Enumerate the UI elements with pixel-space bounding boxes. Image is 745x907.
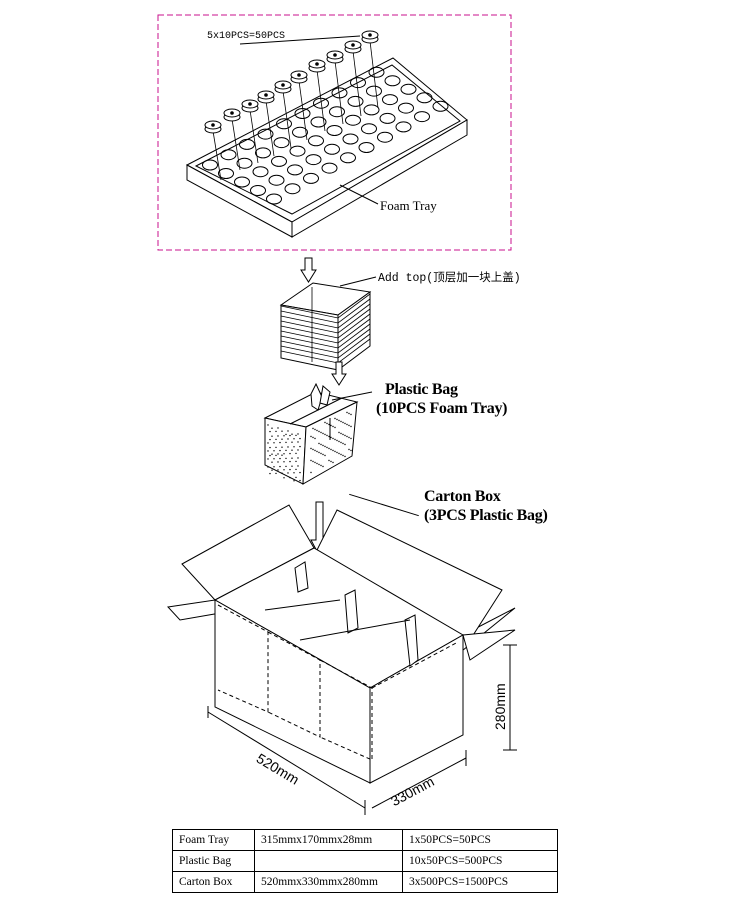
- arrow-down-icon: [300, 257, 317, 283]
- tray-holes: [202, 66, 449, 205]
- tray-hole: [218, 168, 234, 179]
- table-row: Carton Box 520mmx330mmx280mm 3x500PCS=15…: [172, 871, 558, 893]
- table-cell: 3x500PCS=1500PCS: [402, 871, 558, 893]
- tray-hole: [303, 172, 319, 184]
- tray-hole: [234, 176, 250, 188]
- tray-hole: [308, 135, 324, 147]
- carton-box-sublabel: (3PCS Plastic Bag): [424, 507, 548, 524]
- tray-hole: [384, 75, 401, 87]
- tray-hole: [266, 193, 282, 205]
- tray-hole: [273, 137, 290, 149]
- tray-hole: [276, 118, 292, 130]
- table-row: Foam Tray 315mmx170mmx28mm 1x50PCS=50PCS: [172, 829, 558, 851]
- tray-count-label: 5x10PCS=50PCS: [207, 31, 286, 42]
- table-row: Plastic Bag 10x50PCS=500PCS: [172, 850, 558, 872]
- dimension-lines: [207, 644, 517, 815]
- tray-hole: [416, 92, 433, 104]
- tray-hole: [432, 100, 449, 112]
- tray-hole: [289, 145, 306, 157]
- tray-hole: [358, 142, 375, 153]
- table-cell: [254, 850, 403, 872]
- tray-hole: [255, 147, 271, 159]
- tray-hole: [382, 94, 398, 106]
- table-cell: 520mmx330mmx280mm: [254, 871, 403, 893]
- tray-hole: [350, 77, 366, 89]
- table-cell: 1x50PCS=50PCS: [402, 829, 558, 851]
- table-cell: 10x50PCS=500PCS: [402, 850, 558, 872]
- table-cell: Plastic Bag: [172, 850, 255, 872]
- tray-hole: [379, 112, 396, 124]
- tray-hole: [347, 95, 364, 107]
- tray-hole: [366, 85, 382, 97]
- tray-hole: [326, 125, 343, 136]
- tray-hole: [329, 106, 345, 118]
- foam-tray: [185, 57, 468, 238]
- tray-hole: [398, 102, 414, 114]
- tray-hole: [220, 149, 237, 161]
- tray-hole: [284, 183, 301, 195]
- table-cell: Carton Box: [172, 871, 255, 893]
- tray-hole: [268, 174, 285, 186]
- foam-tray-label: Foam Tray: [380, 198, 437, 213]
- tray-hole: [342, 133, 359, 145]
- plastic-bag-label: Plastic Bag: [385, 381, 458, 398]
- carton-box: [166, 504, 516, 784]
- tray-hole: [250, 185, 266, 196]
- tray-detail-frame: [157, 14, 512, 251]
- tray-hole: [321, 162, 338, 174]
- height-dimension-label: 280mm: [492, 683, 508, 730]
- tray-hole: [257, 128, 274, 140]
- tray-hole: [368, 66, 385, 78]
- tray-hole: [363, 104, 380, 116]
- tray-hole: [400, 83, 417, 95]
- tray-hole: [340, 152, 356, 164]
- tray-hole: [271, 155, 287, 167]
- tray-hole: [292, 126, 308, 138]
- tray-stack: [279, 282, 372, 371]
- carton-box-label: Carton Box: [424, 488, 501, 505]
- add-top-label: Add top(顶层加一块上盖): [378, 272, 521, 285]
- tray-hole: [287, 164, 303, 176]
- spec-table: Foam Tray 315mmx170mmx28mm 1x50PCS=50PCS…: [172, 829, 558, 893]
- table-cell: 315mmx170mmx28mm: [254, 829, 403, 851]
- table-cell: Foam Tray: [172, 829, 255, 851]
- tray-hole: [345, 114, 361, 126]
- tray-hole: [236, 157, 253, 169]
- tray-hole: [239, 138, 255, 150]
- tray-hole: [414, 111, 430, 123]
- arrow-down-icon: [331, 361, 347, 386]
- plastic-bag-sublabel: (10PCS Foam Tray): [376, 400, 508, 417]
- tray-hole: [305, 154, 322, 166]
- tray-hole: [252, 166, 269, 178]
- tray-hole: [377, 131, 393, 143]
- tray-hole: [395, 121, 412, 133]
- tray-hole: [324, 143, 340, 155]
- plastic-bag: [263, 382, 359, 485]
- tray-hole: [361, 123, 377, 135]
- tray-hole: [310, 116, 327, 128]
- tray-hole: [202, 159, 218, 171]
- tray-discs: [204, 30, 379, 181]
